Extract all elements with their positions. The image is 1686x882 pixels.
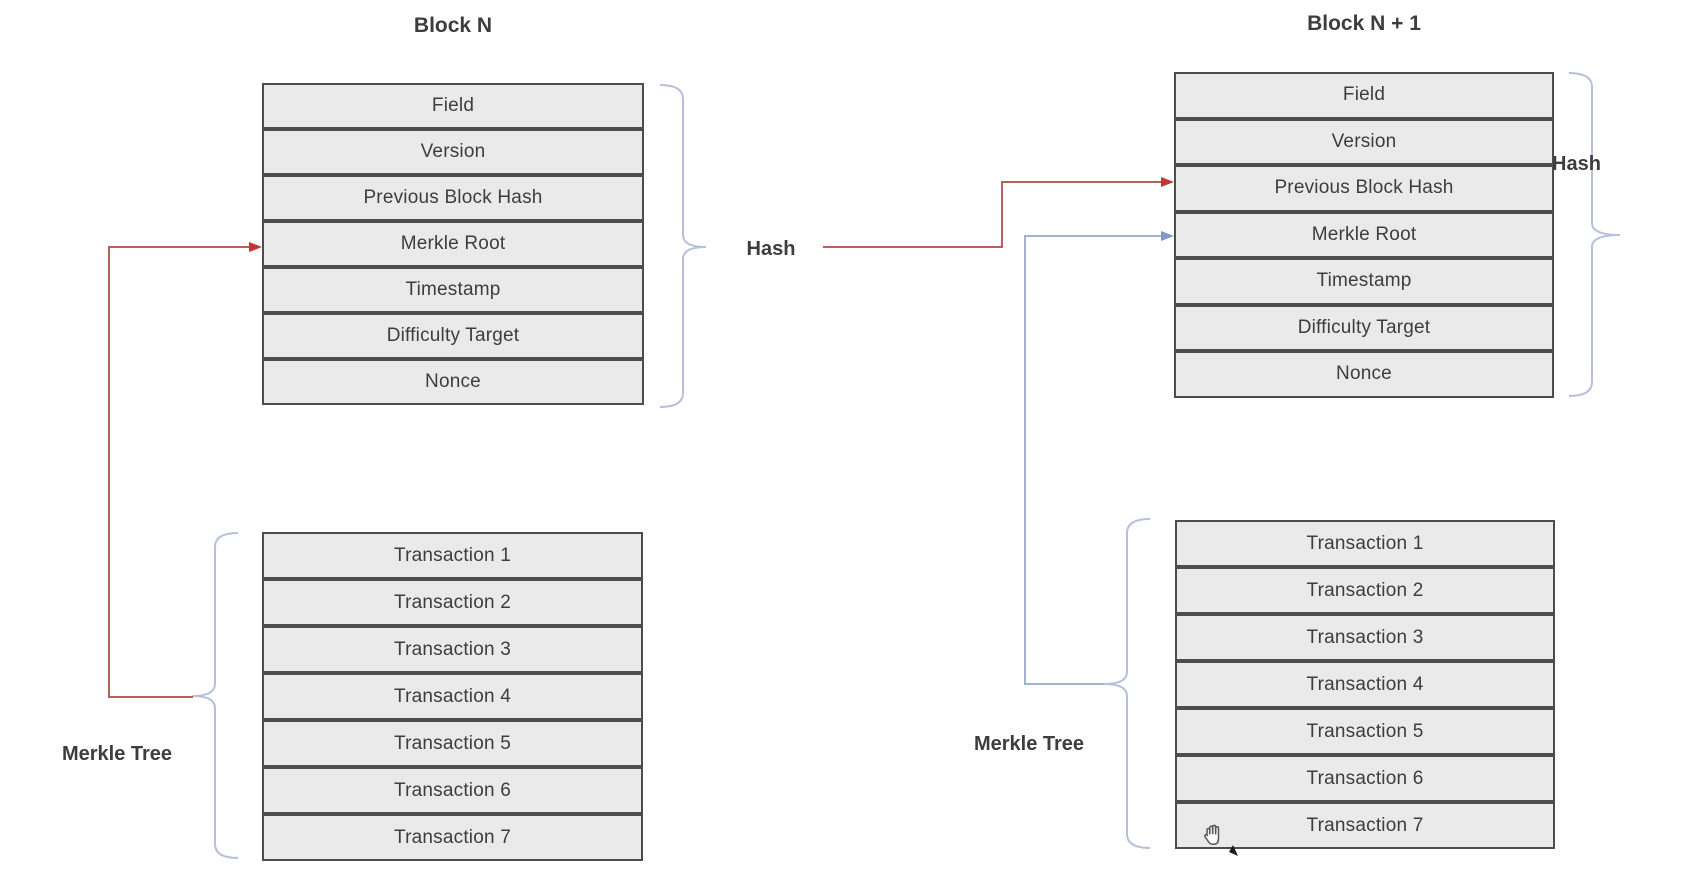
block-n-header-table: Field Version Previous Block Hash Merkle… [262, 83, 644, 405]
block-n1-header-table: Field Version Previous Block Hash Merkle… [1174, 72, 1554, 398]
block-n1-transactions-table: Transaction 1 Transaction 2 Transaction … [1175, 520, 1555, 849]
table-row: Version [262, 129, 644, 175]
block-n1-title: Block N + 1 [1307, 12, 1421, 35]
table-row: Transaction 3 [262, 626, 643, 673]
merkle-root-arrow-line-block-n1 [1024, 235, 1162, 685]
table-row: Nonce [1174, 351, 1554, 398]
block-n-title: Block N [413, 14, 493, 37]
table-row: Transaction 5 [1175, 708, 1555, 755]
table-row: Transaction 5 [262, 720, 643, 767]
hash-arrow-line [823, 181, 1162, 248]
table-row: Timestamp [1174, 258, 1554, 305]
table-row: Field [262, 83, 644, 129]
block-n1-merkle-tree-label: Merkle Tree [973, 733, 1085, 755]
block-n1-hash-label: Hash [1552, 153, 1601, 175]
table-row: Merkle Root [1174, 211, 1554, 258]
table-row: Transaction 7 [1175, 802, 1555, 849]
block-n-merkle-tree-label: Merkle Tree [61, 743, 173, 765]
table-row: Previous Block Hash [1174, 165, 1554, 212]
merkle-root-arrowhead-block-n [249, 242, 262, 252]
merkle-root-arrow-line-block-n [108, 246, 250, 698]
block-n-header-brace [659, 84, 707, 408]
table-row: Transaction 7 [262, 814, 643, 861]
table-row: Previous Block Hash [262, 175, 644, 221]
table-row: Transaction 4 [262, 673, 643, 720]
table-row: Transaction 2 [1175, 567, 1555, 614]
table-row: Transaction 2 [262, 579, 643, 626]
table-row: Transaction 4 [1175, 661, 1555, 708]
table-row: Transaction 6 [262, 767, 643, 814]
merkle-root-arrowhead-block-n1 [1161, 231, 1174, 241]
block-n-merkle-brace [191, 532, 239, 859]
table-row: Difficulty Target [1174, 304, 1554, 351]
table-row: Nonce [262, 359, 644, 405]
table-row: Transaction 3 [1175, 614, 1555, 661]
block-n1-header-brace [1568, 72, 1621, 397]
block-n-hash-label: Hash [746, 238, 796, 260]
table-row: Version [1174, 118, 1554, 165]
table-row: Transaction 1 [262, 532, 643, 579]
table-row: Merkle Root [262, 221, 644, 267]
block-n-transactions-table: Transaction 1 Transaction 2 Transaction … [262, 532, 643, 861]
block-n1-merkle-brace [1103, 518, 1151, 849]
table-row: Transaction 1 [1175, 520, 1555, 567]
table-row: Field [1174, 72, 1554, 119]
hash-arrowhead [1161, 177, 1174, 187]
table-row: Difficulty Target [262, 313, 644, 359]
table-row: Transaction 6 [1175, 755, 1555, 802]
table-row: Timestamp [262, 267, 644, 313]
